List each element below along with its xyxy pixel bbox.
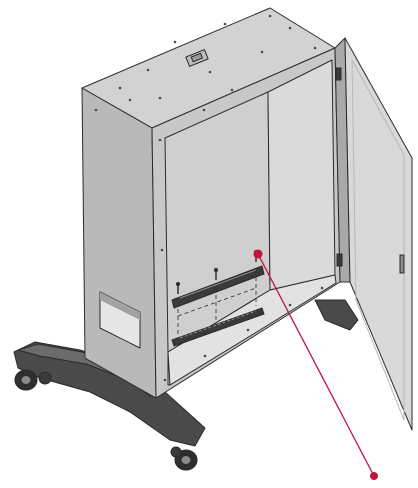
stand-right-foot [314,299,359,331]
din-rail-upper [171,265,265,309]
door-panel [344,37,413,431]
panel-rivets [94,14,324,382]
callout-origin-dot [253,249,263,259]
door-handle [399,254,405,274]
door-hinge-top [335,67,342,81]
din-rail-lower [171,307,265,347]
wheeled-stand [13,299,359,471]
interior-right-wall [267,59,336,291]
cabinet-left-side [81,87,157,399]
caster-wheel-right [170,446,198,471]
door-hinge-bottom [336,253,343,267]
callout-pointer [253,249,378,480]
callout-end-dot [370,472,378,480]
rail-guide-lines [177,270,257,336]
caster-wheel-left [14,369,52,391]
